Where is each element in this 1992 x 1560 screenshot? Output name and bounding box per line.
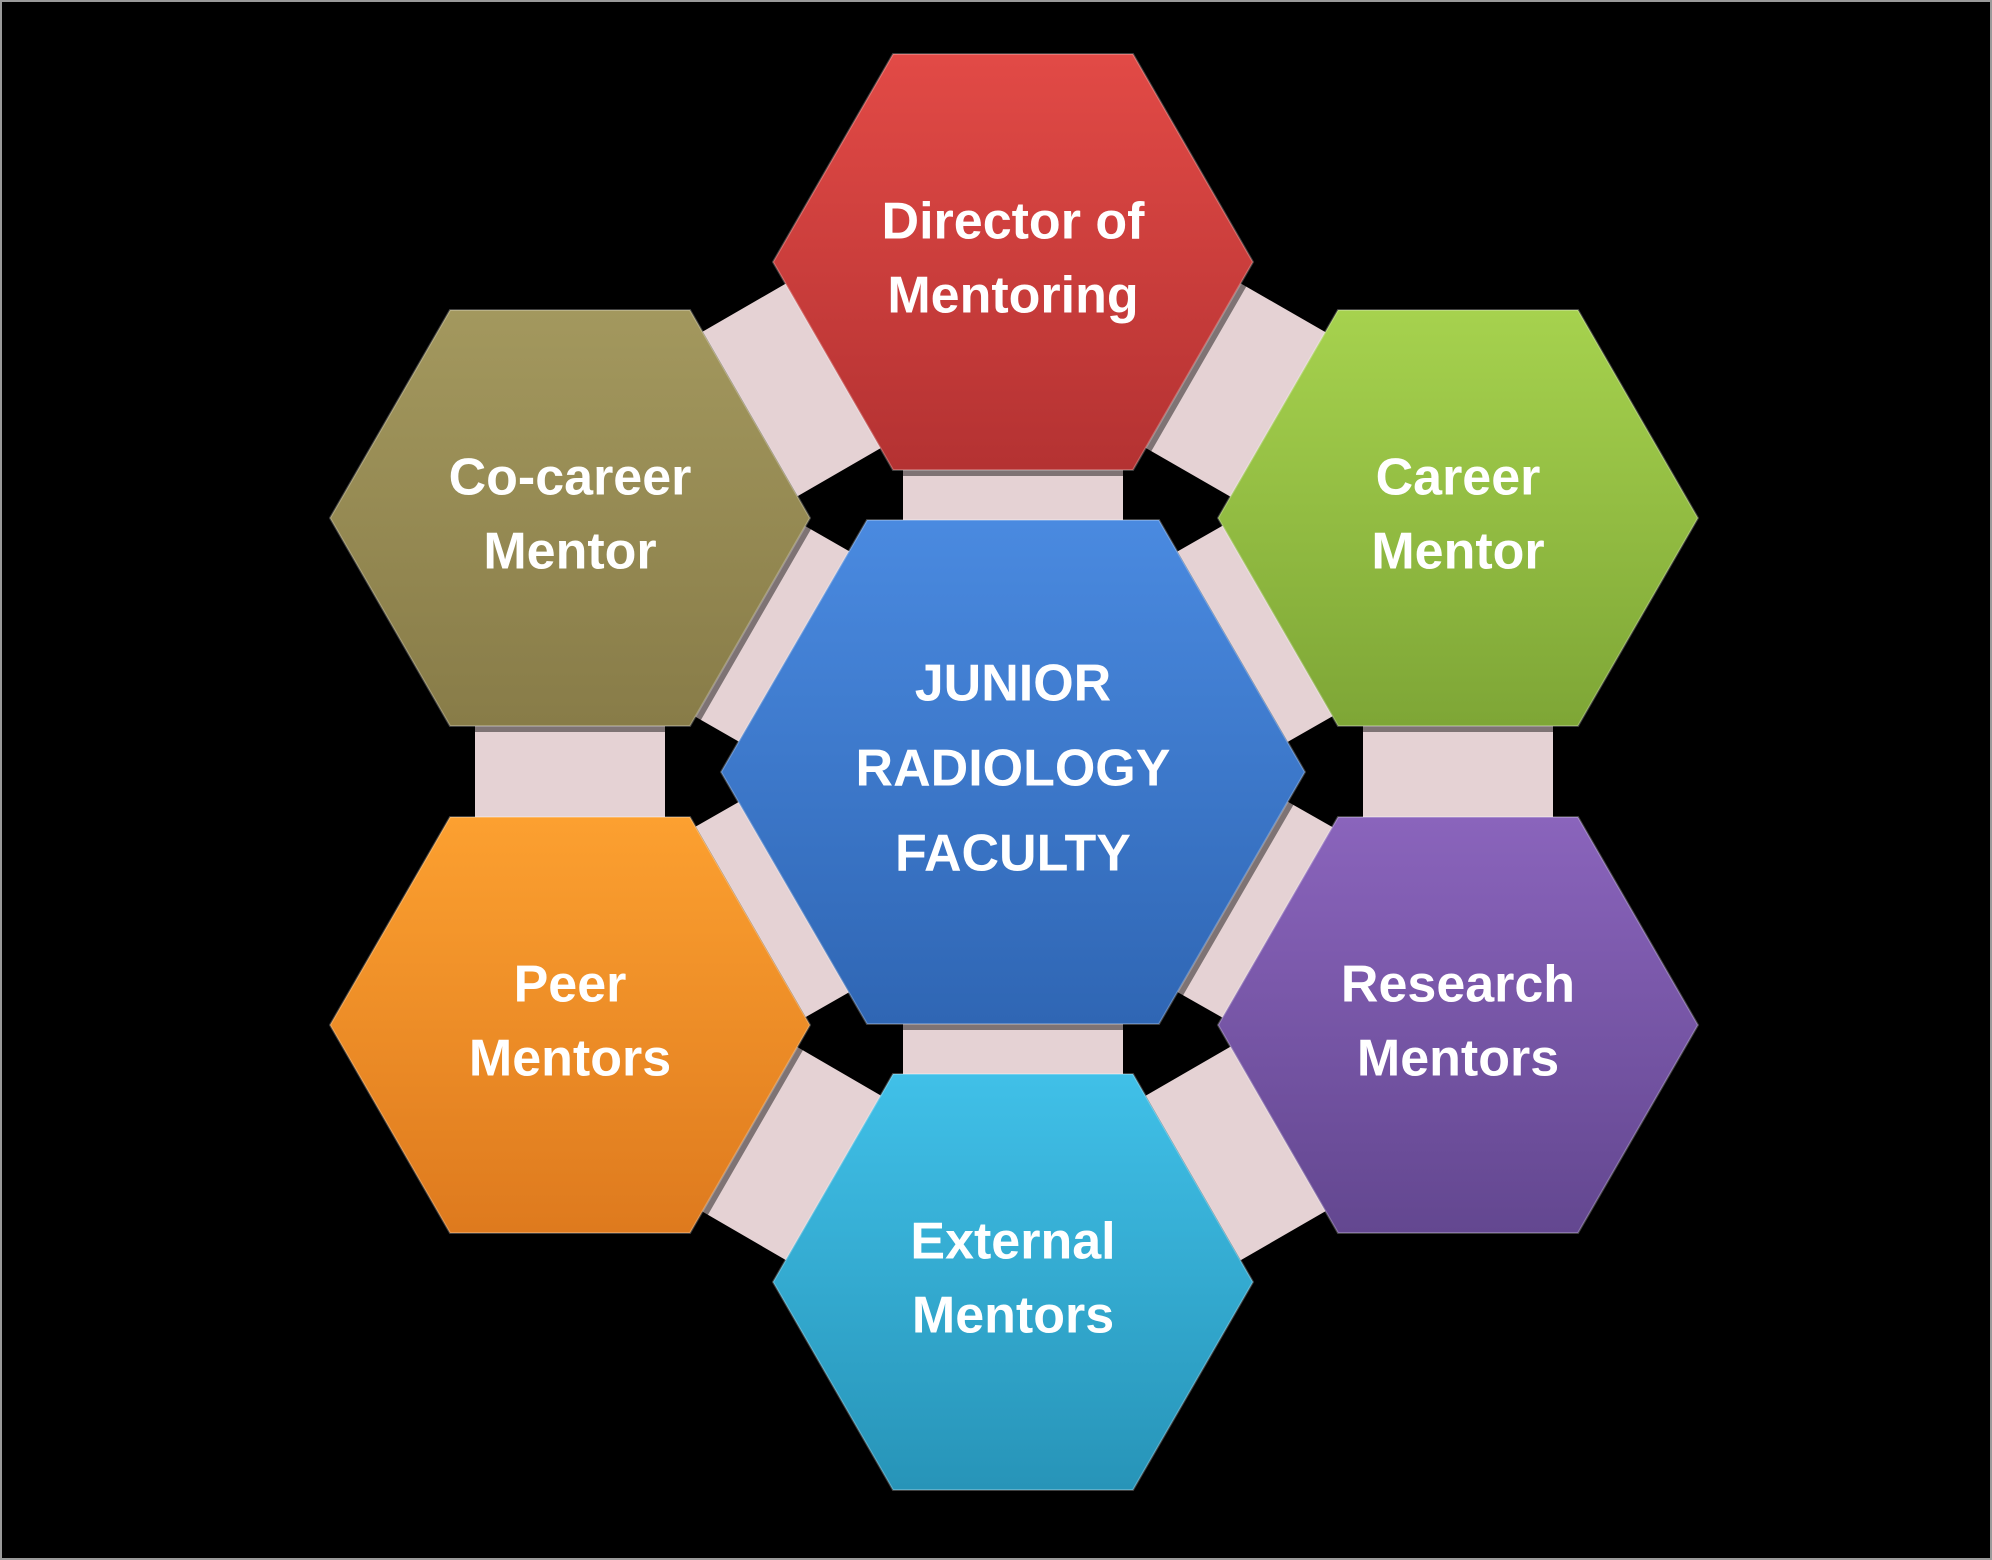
hex-director-label-line: Mentoring <box>887 267 1138 325</box>
hex-research-label-line: Research <box>1341 956 1575 1014</box>
hex-external-shape <box>771 1073 1255 1491</box>
hex-director-shape <box>771 53 1255 471</box>
hex-peer-label-line: Peer <box>514 956 627 1014</box>
hex-center-label-line: FACULTY <box>895 825 1131 883</box>
hex-director: Director of Mentoring <box>771 53 1257 476</box>
hex-external-label-line: External <box>910 1213 1115 1271</box>
hex-cocareer-shape <box>328 309 812 727</box>
hex-center-shape <box>719 519 1307 1025</box>
hex-peer-shape <box>328 816 812 1234</box>
hex-peer-label-line: Mentors <box>469 1030 671 1088</box>
hex-center: JUNIOR RADIOLOGY FACULTY <box>719 519 1309 1030</box>
hexagon-nodes: Director of MentoringCareerMentorResearch… <box>328 53 1702 1496</box>
hex-center-label-line: RADIOLOGY <box>856 740 1171 798</box>
hex-cocareer-label-line: Co-career <box>449 449 692 507</box>
hex-center-label-line: JUNIOR <box>915 655 1111 713</box>
hex-external-label-line: Mentors <box>912 1287 1114 1345</box>
hex-career-shape <box>1216 309 1700 727</box>
hex-research-shape <box>1216 816 1700 1234</box>
hex-director-label-line: Director of <box>882 193 1146 251</box>
hex-career-label-line: Mentor <box>1371 523 1544 581</box>
hex-career-label-line: Career <box>1376 449 1541 507</box>
hex-cocareer-label-line: Mentor <box>483 523 656 581</box>
hex-research-label-line: Mentors <box>1357 1030 1559 1088</box>
